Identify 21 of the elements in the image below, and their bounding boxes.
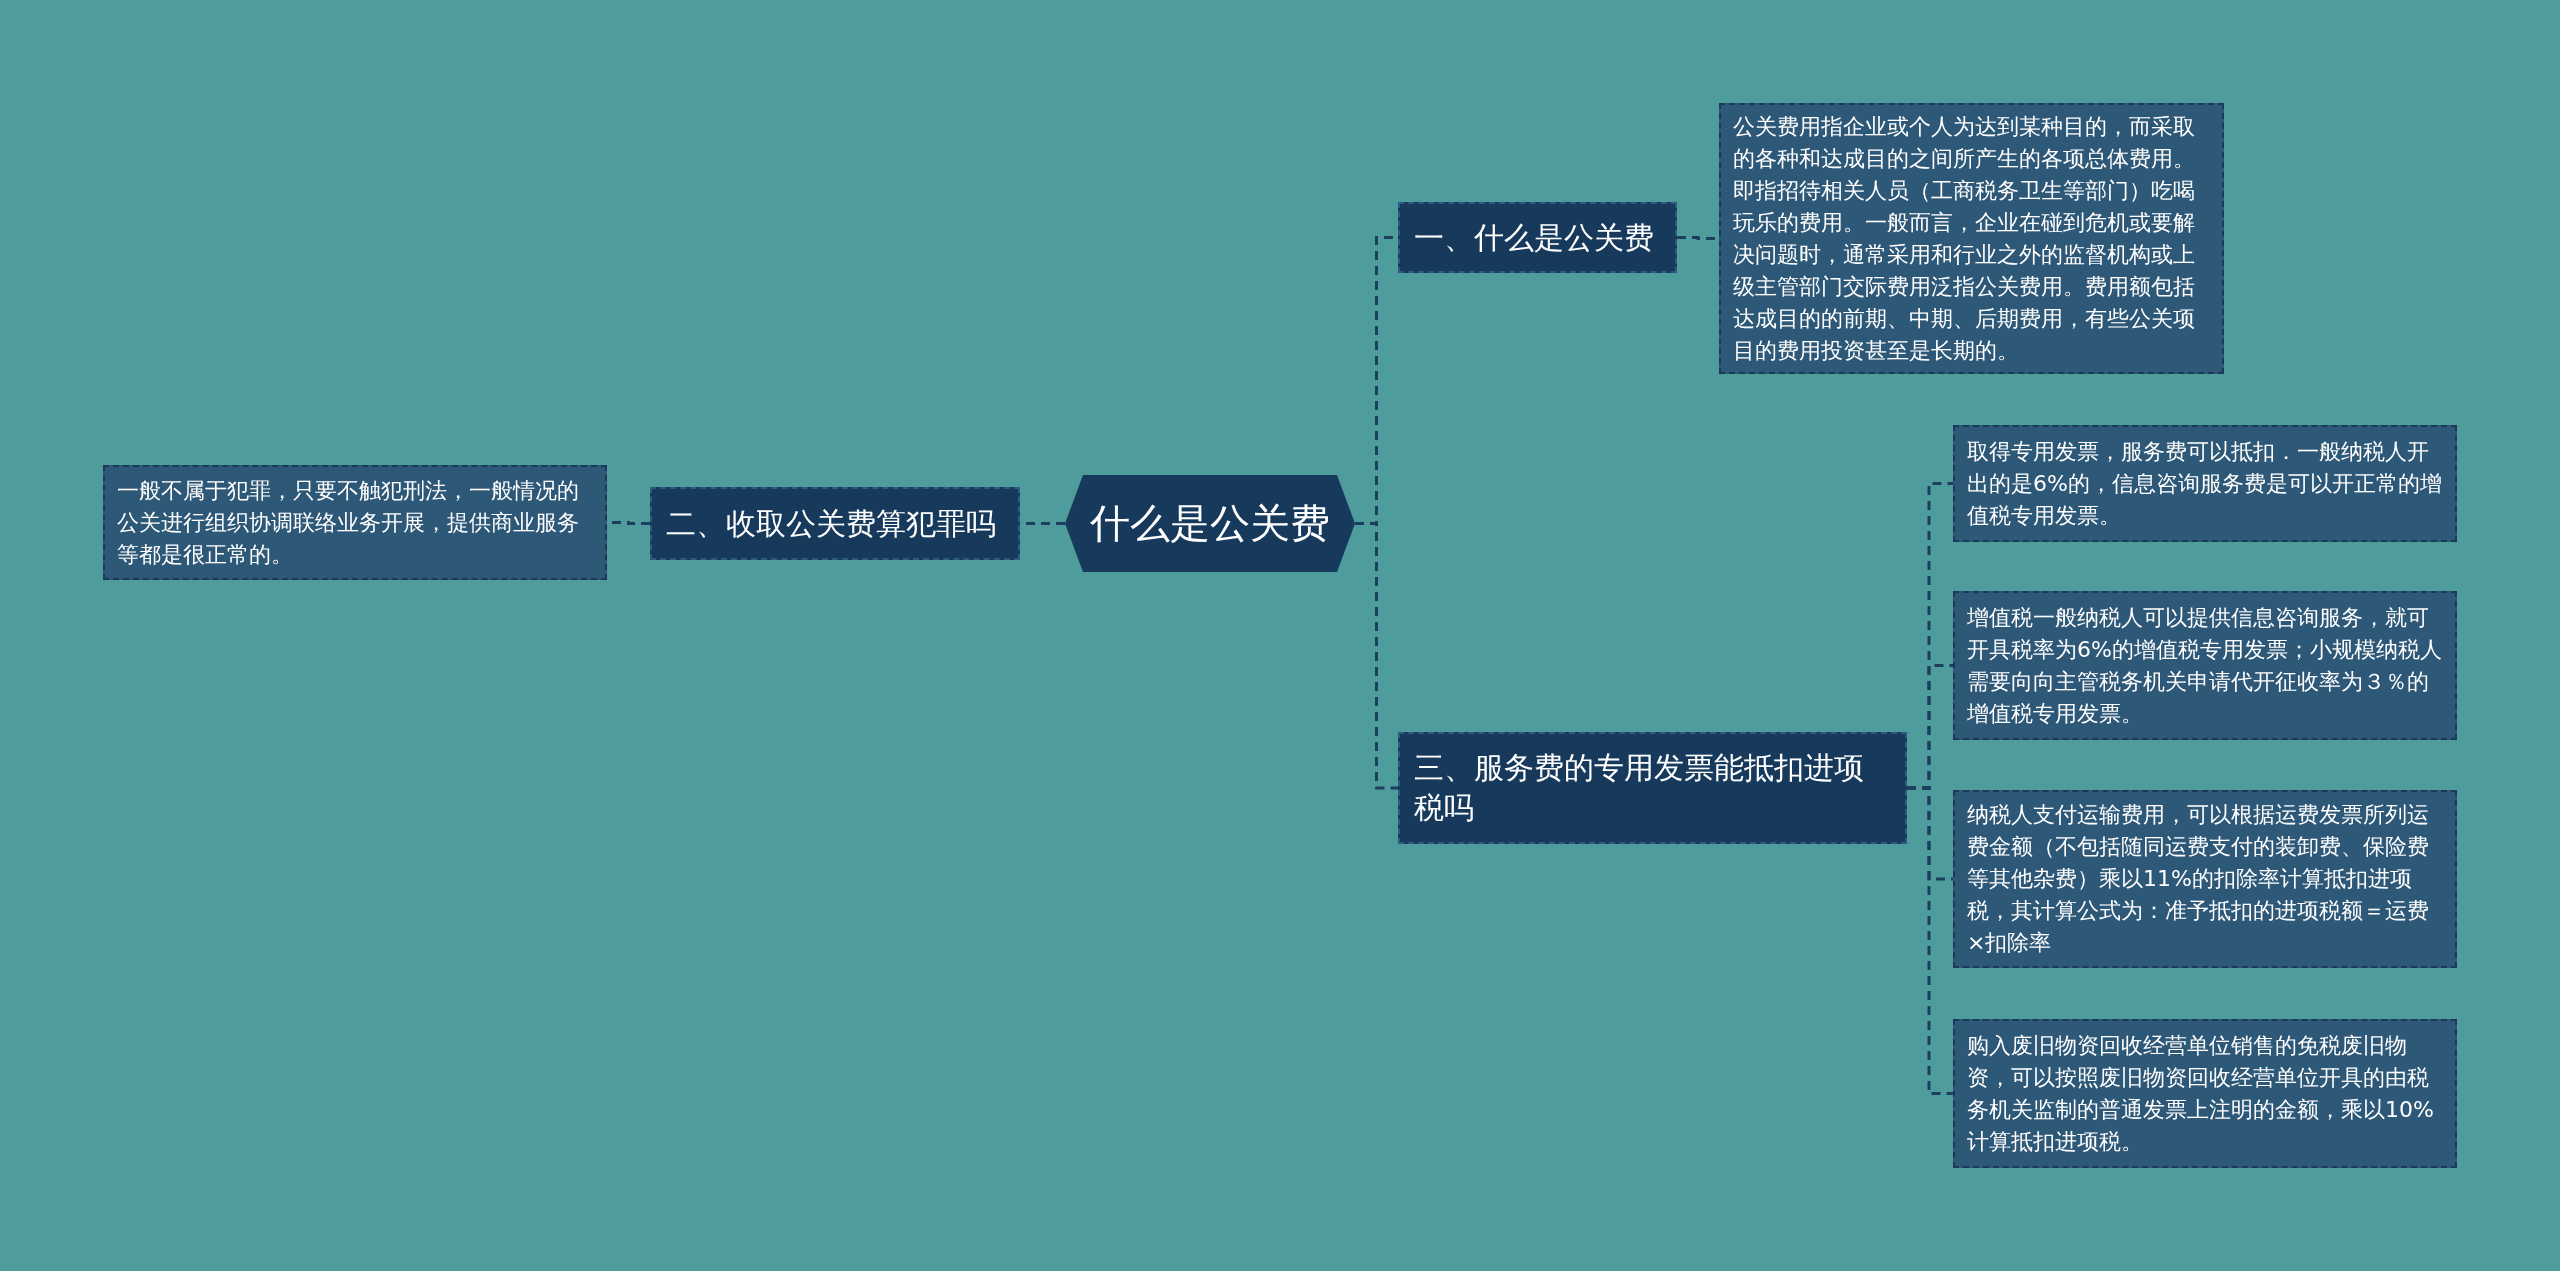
connector-line xyxy=(1907,786,1953,1095)
topic-box xyxy=(650,487,1020,560)
note-box xyxy=(1953,790,2457,968)
node-text: 一般不属于犯罪，只要不触犯刑法，一般情况的公关进行组织协调联络业务开展，提供商业服务等都是很正常的。 xyxy=(117,476,580,569)
node-text: 三、服务费的专用发票能抵扣进项税吗 xyxy=(1414,749,1865,827)
note-box xyxy=(103,465,607,580)
connector-line xyxy=(1355,522,1398,790)
node-text: 购入废旧物资回收经营单位销售的免税废旧物资，可以按照废旧物资回收经营单位开具的由税务机关监制的普通发票上注明的金额，乘以10%计算抵扣进项税。 xyxy=(1967,1031,2435,1156)
note-box xyxy=(1953,425,2457,542)
node-text: 公关费用指企业或个人为达到某种目的，而采取的各种和达成目的之间所产生的各项总体费用。即指招待相关人员（工商税务卫生等部门）吃喝玩乐的费用。一般而言，企业在碰到危机或要解决问题时，通常采用和行业之外的监督机构或上级主管部门交际费用泛指公关费用。费用额包括达成目的的前期、中期、后期费用，有些公关项目的费用投资甚至是长期的。 xyxy=(1733,112,2196,365)
hexagon-node xyxy=(1065,475,1355,572)
topic-box xyxy=(1398,732,1907,844)
node-text: 取得专用发票，服务费可以抵扣．一般纳税人开出的是6%的，信息咨询服务费是可以开正常的增值税专用发票。 xyxy=(1967,437,2443,530)
note-box xyxy=(1953,1019,2457,1168)
note-box xyxy=(1953,591,2457,740)
node-text: 增值税一般纳税人可以提供信息咨询服务，就可开具税率为6%的增值税专用发票；小规模纳税人需要向向主管税务机关申请代开征收率为３％的增值税专用发票。 xyxy=(1967,603,2443,728)
node-text: 什么是公关费 xyxy=(1090,499,1330,548)
node-text: 纳税人支付运输费用，可以根据运费发票所列运费金额（不包括随同运费支付的装卸费、保险费等其他杂费）乘以11%的扣除率计算抵扣进项税，其计算公式为：准予抵扣的进项税额＝运费×扣除率 xyxy=(1967,801,2430,957)
node-text: 二、收取公关费算犯罪吗 xyxy=(666,504,996,543)
node-text: 一、什么是公关费 xyxy=(1414,218,1654,257)
topic-box xyxy=(1398,202,1677,273)
